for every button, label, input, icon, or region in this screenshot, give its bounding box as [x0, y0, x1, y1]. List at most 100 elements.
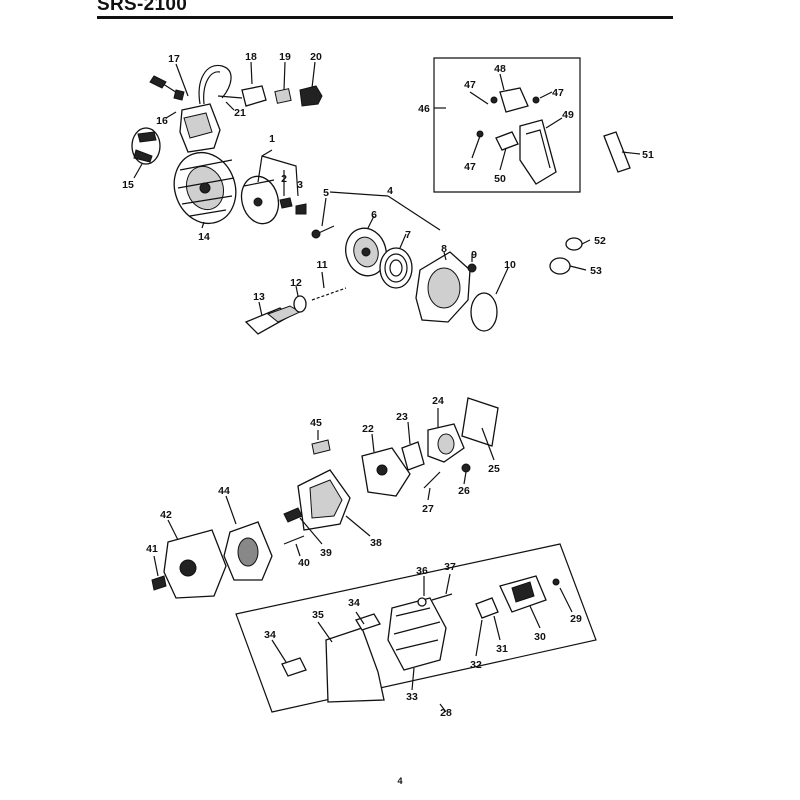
callout-5: 5	[323, 187, 329, 199]
callout-40: 40	[298, 557, 310, 569]
callout-15: 15	[122, 179, 134, 191]
callout-7: 7	[405, 229, 411, 241]
callout-8: 8	[441, 243, 447, 255]
callout-2: 2	[281, 173, 287, 185]
callout-9: 9	[471, 249, 477, 261]
starter-handle-part	[244, 287, 347, 335]
ignition-coil-part	[149, 64, 232, 153]
starter-pulley-part	[240, 175, 280, 225]
spark-plug-boot-part	[217, 85, 323, 107]
choke-lever-part	[283, 507, 303, 523]
callout-35: 35	[312, 609, 324, 621]
callout-3: 3	[297, 179, 303, 191]
carburetor-part	[361, 447, 411, 497]
header-rule	[97, 16, 673, 19]
handle-assembly-box	[433, 57, 581, 193]
muffler-part	[387, 597, 447, 671]
air-filter-element-part	[223, 521, 273, 581]
air-filter-base-part	[297, 469, 351, 531]
callout-6: 6	[371, 209, 377, 221]
callout-36: 36	[416, 565, 428, 577]
callout-1: 1	[269, 133, 275, 145]
callout-50: 50	[494, 173, 506, 185]
muffler-assembly-box	[235, 543, 597, 713]
callout-46: 46	[418, 103, 430, 115]
callout-10: 10	[504, 259, 516, 271]
callout-45: 45	[310, 417, 322, 429]
callout-20: 20	[310, 51, 322, 63]
exhaust-flange-part	[499, 575, 547, 613]
rope-reel-part	[345, 227, 387, 277]
bolt-part	[431, 593, 453, 601]
callout-25: 25	[488, 463, 500, 475]
callout-18: 18	[245, 51, 257, 63]
nut-part	[461, 463, 471, 473]
callout-38: 38	[370, 537, 382, 549]
pawl-part	[279, 197, 307, 215]
starter-case-part	[415, 251, 477, 323]
recoil-spring-part	[379, 247, 413, 289]
gasket-part	[401, 441, 425, 471]
air-filter-cover-part	[151, 529, 227, 599]
callout-29: 29	[570, 613, 582, 625]
callout-48: 48	[494, 63, 506, 75]
callout-41: 41	[146, 543, 158, 555]
callout-30: 30	[534, 631, 546, 643]
label-part	[311, 439, 331, 455]
callout-49: 49	[562, 109, 574, 121]
page-number: 4	[397, 776, 403, 786]
intake-gasket-part	[461, 397, 499, 447]
callout-37: 37	[444, 561, 456, 573]
flywheel-part	[173, 151, 237, 225]
gasket-part	[281, 657, 307, 677]
callout-47-right: 47	[552, 87, 564, 99]
callout-12: 12	[290, 277, 302, 289]
callout-42: 42	[160, 509, 172, 521]
callout-28: 28	[440, 707, 452, 719]
callout-14: 14	[198, 231, 210, 243]
clip-part	[603, 131, 631, 173]
callout-21: 21	[234, 107, 246, 119]
bolt-part	[311, 225, 335, 239]
callout-47-top: 47	[464, 79, 476, 91]
callout-19: 19	[279, 51, 291, 63]
callout-32: 32	[470, 659, 482, 671]
clutch-shoe-part	[131, 127, 161, 165]
callout-34-right: 34	[348, 597, 360, 609]
callout-51: 51	[642, 149, 654, 161]
callout-4: 4	[387, 185, 393, 197]
callout-34-left: 34	[264, 629, 276, 641]
callout-31: 31	[496, 643, 508, 655]
callout-13: 13	[253, 291, 265, 303]
callout-labels: 17 18 19 20 21 16 15 14 1 2 3 4 5 6 7 8 …	[122, 51, 654, 719]
callout-11: 11	[316, 259, 327, 271]
callout-27: 27	[422, 503, 434, 515]
callout-17: 17	[168, 53, 180, 65]
washer-part	[549, 257, 571, 275]
callout-33: 33	[406, 691, 418, 703]
callout-16: 16	[156, 115, 168, 127]
callout-22: 22	[362, 423, 374, 435]
callout-23: 23	[396, 411, 408, 423]
heat-shield-part	[325, 627, 385, 703]
model-title: SRS-2100	[97, 0, 188, 15]
leader-lines	[133, 61, 641, 713]
washer-part	[565, 237, 583, 251]
gasket-part	[475, 597, 499, 619]
callout-39: 39	[320, 547, 332, 559]
callout-26: 26	[458, 485, 470, 497]
o-ring-part	[470, 292, 498, 332]
washer-part	[417, 597, 427, 607]
callout-52: 52	[594, 235, 606, 247]
callout-47-bottom: 47	[464, 161, 476, 173]
screw-part	[423, 471, 441, 489]
screw-part	[552, 578, 560, 586]
callout-24: 24	[432, 395, 444, 407]
callout-53: 53	[590, 265, 602, 277]
insulator-part	[427, 423, 465, 463]
screw-part	[283, 535, 305, 545]
callout-44: 44	[218, 485, 230, 497]
gasket-part	[355, 613, 381, 631]
